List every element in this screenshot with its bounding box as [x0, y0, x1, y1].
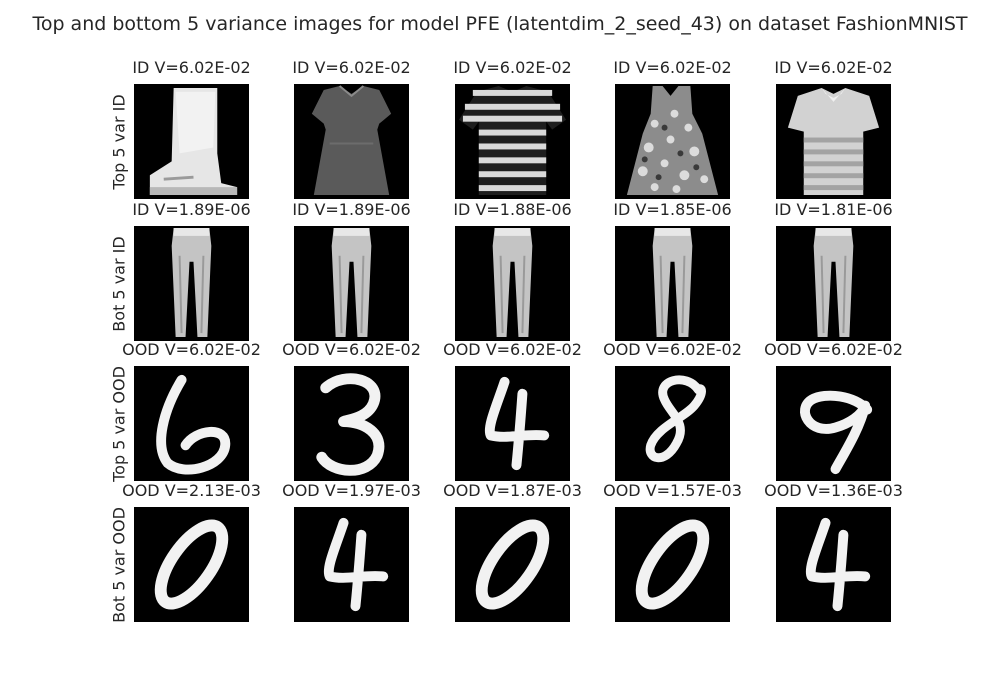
image-title: ID V=6.02E-02 — [132, 58, 251, 77]
thumbnail-digit-6 — [134, 366, 249, 481]
thumbnail-trousers — [615, 226, 730, 341]
thumbnail-striped-tshirt — [455, 84, 570, 199]
image-title: OOD V=1.87E-03 — [443, 481, 582, 500]
thumbnail-digit-4 — [294, 507, 409, 622]
thumbnail-trousers — [455, 226, 570, 341]
thumbnail-trousers — [134, 226, 249, 341]
image-title: OOD V=6.02E-02 — [603, 340, 742, 359]
thumbnail-digit-0 — [134, 507, 249, 622]
row-label-text: Bot 5 var ID — [109, 235, 129, 332]
thumbnail-digit-0 — [455, 507, 570, 622]
image-title: OOD V=1.36E-03 — [764, 481, 903, 500]
image-title: OOD V=6.02E-02 — [122, 340, 261, 359]
image-title: OOD V=6.02E-02 — [443, 340, 582, 359]
image-title: ID V=6.02E-02 — [774, 58, 893, 77]
thumbnail-digit-4 — [455, 366, 570, 481]
image-title: ID V=6.02E-02 — [453, 58, 572, 77]
image-title: ID V=1.88E-06 — [453, 200, 572, 219]
thumbnail-trousers — [294, 226, 409, 341]
image-title: OOD V=6.02E-02 — [282, 340, 421, 359]
image-title: OOD V=1.97E-03 — [282, 481, 421, 500]
thumbnail-digit-3 — [294, 366, 409, 481]
image-title: ID V=1.81E-06 — [774, 200, 893, 219]
row-label-text: Top 5 var OOD — [109, 365, 129, 482]
thumbnail-patterned-dress — [615, 84, 730, 199]
row-label-text: Top 5 var ID — [109, 93, 129, 190]
image-title: ID V=6.02E-02 — [613, 58, 732, 77]
thumbnail-digit-0 — [615, 507, 730, 622]
image-title: ID V=1.85E-06 — [613, 200, 732, 219]
image-title: OOD V=2.13E-03 — [122, 481, 261, 500]
image-title: ID V=1.89E-06 — [292, 200, 411, 219]
image-title: OOD V=6.02E-02 — [764, 340, 903, 359]
thumbnail-trousers — [776, 226, 891, 341]
thumbnail-digit-9 — [776, 366, 891, 481]
thumbnail-digit-8 — [615, 366, 730, 481]
image-title: ID V=1.89E-06 — [132, 200, 251, 219]
image-title: OOD V=1.57E-03 — [603, 481, 742, 500]
figure-title: Top and bottom 5 variance images for mod… — [32, 13, 968, 35]
thumbnail-dress — [294, 84, 409, 199]
thumbnail-striped-shirt — [776, 84, 891, 199]
row-label-text: Bot 5 var OOD — [109, 506, 129, 623]
image-title: ID V=6.02E-02 — [292, 58, 411, 77]
thumbnail-ankle-boot — [134, 84, 249, 199]
thumbnail-digit-4 — [776, 507, 891, 622]
